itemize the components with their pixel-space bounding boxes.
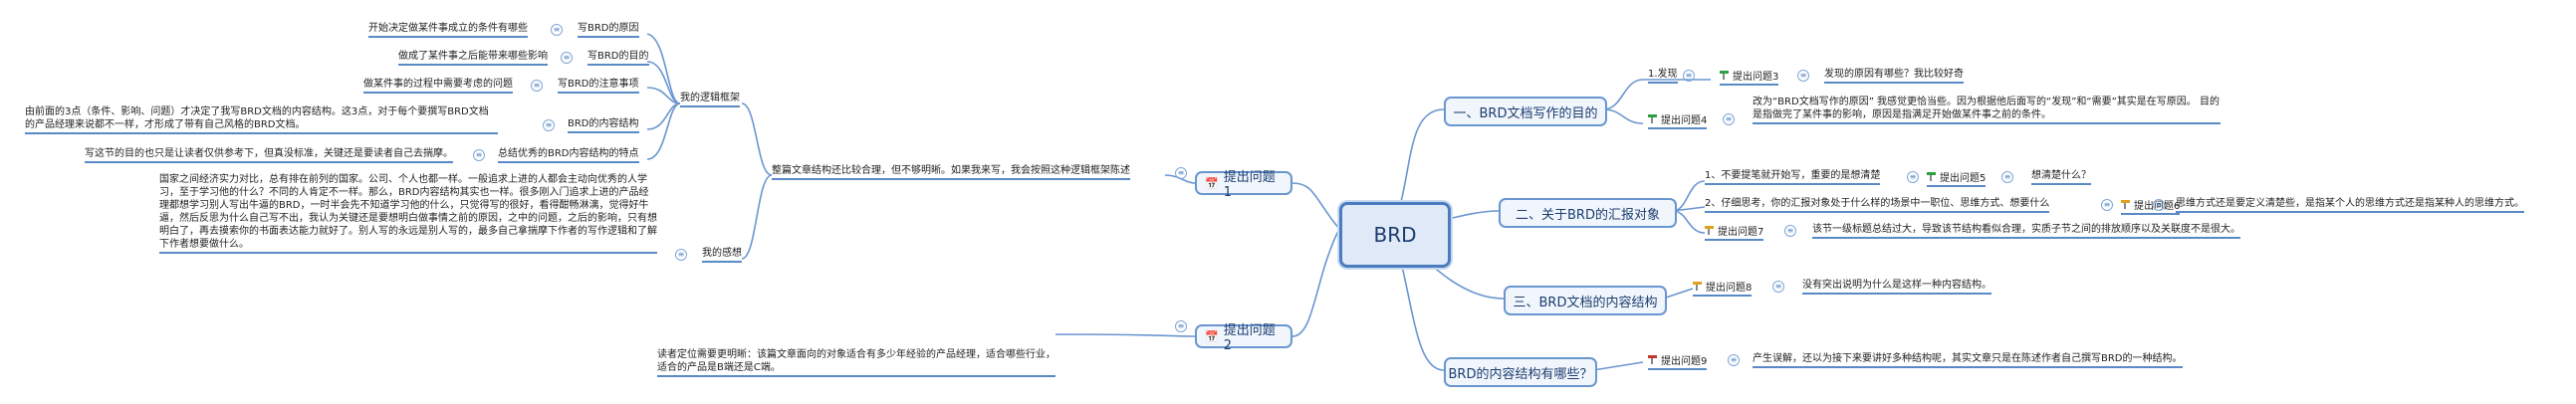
comment-discover-reasons: 发现的原因有哪些？我比较好奇 bbox=[1824, 68, 1964, 84]
logic-item-notes[interactable]: 写BRD的注意事项 bbox=[558, 78, 639, 94]
branch-label: BRD的内容结构有哪些？ bbox=[1448, 366, 1593, 382]
tag-label: 提出问题5 bbox=[1940, 173, 1987, 184]
branch-label: 二、关于BRD的汇报对象 bbox=[1516, 207, 1660, 223]
green-flag-icon bbox=[1927, 172, 1936, 181]
branch-report-audience[interactable]: 二、关于BRD的汇报对象 bbox=[1499, 198, 1677, 228]
note-icon: ≡ bbox=[543, 119, 555, 131]
note-icon: ≡ bbox=[561, 52, 573, 64]
red-flag-icon bbox=[1648, 355, 1657, 364]
note-icon: ≡ bbox=[2001, 171, 2013, 183]
branch-writing-purpose[interactable]: 一、BRD文档写作的目的 bbox=[1444, 97, 1607, 126]
note-icon: ≡ bbox=[1728, 354, 1740, 366]
tag-question-7[interactable]: 提出问题7 bbox=[1705, 223, 1764, 241]
comment-think-what: 想清楚什么？ bbox=[2031, 169, 2091, 185]
note-icon: ≡ bbox=[2101, 199, 2113, 211]
tag-question-4[interactable]: 提出问题4 bbox=[1648, 111, 1708, 129]
wire-root-l1 bbox=[1291, 182, 1340, 230]
logic-item-text-5: 写这节的目的也只是让读者仅供参考下，但真没标准，关键还是要读者自己去揣摩。 bbox=[85, 147, 453, 163]
node-my-logic[interactable]: 我的逻辑框架 bbox=[680, 92, 740, 107]
node-my-feeling[interactable]: 我的感想 bbox=[702, 247, 742, 263]
orange-flag-icon bbox=[1705, 226, 1714, 235]
note-icon: ≡ bbox=[1772, 281, 1784, 293]
logic-item-text-1: 开始决定做某件事成立的条件有哪些 bbox=[368, 22, 528, 38]
tag-question-8[interactable]: 提出问题8 bbox=[1693, 279, 1753, 297]
root-node[interactable]: BRD bbox=[1339, 202, 1451, 268]
green-flag-icon bbox=[1720, 71, 1729, 80]
comment-section-title: 该节一级标题总结过大，导致该节结构看似合理，实质子节之间的排放顺序以及关联度不是… bbox=[1812, 223, 2240, 239]
tag-question-3[interactable]: 提出问题3 bbox=[1720, 68, 1779, 86]
branch-structure-question[interactable]: BRD的内容结构有哪些？ bbox=[1444, 357, 1597, 387]
summary-question-2: 读者定位需要更明晰：该篇文章面向的对象适合有多少年经验的产品经理，适合哪些行业，… bbox=[657, 348, 1055, 377]
branch-label: 提出问题1 bbox=[1223, 170, 1276, 200]
root-label: BRD bbox=[1373, 223, 1417, 247]
note-icon: ≡ bbox=[473, 149, 485, 161]
logic-item-text-4: 由前面的3点（条件、影响、问题）才决定了我写BRD文档的内容结构。这3点，对于每… bbox=[25, 105, 498, 134]
branch-label: 提出问题2 bbox=[1223, 323, 1276, 353]
note-icon: ≡ bbox=[1797, 70, 1809, 82]
logic-item-text-2: 做成了某件事之后能带来哪些影响 bbox=[398, 50, 548, 66]
calendar-icon: 📅 bbox=[1205, 329, 1219, 343]
tag-question-6[interactable]: 提出问题6 bbox=[2121, 197, 2181, 215]
tag-label: 提出问题4 bbox=[1661, 115, 1708, 126]
tag-label: 提出问题7 bbox=[1718, 227, 1764, 238]
branch-content-structure[interactable]: 三、BRD文档的内容结构 bbox=[1504, 286, 1667, 315]
note-icon: ≡ bbox=[531, 80, 543, 92]
note-icon: ≡ bbox=[675, 249, 687, 261]
calendar-icon: 📅 bbox=[1205, 176, 1219, 190]
comment-purpose-vs-reason: 改为“BRD文档写作的原因” 我感觉更恰当些。因为根据他后面写的“发现”和“需要… bbox=[1753, 96, 2221, 124]
branch-question-2[interactable]: 📅 提出问题2 bbox=[1195, 323, 1292, 353]
green-flag-icon bbox=[1648, 114, 1657, 123]
comment-structure-why: 没有突出说明为什么是这样一种内容结构。 bbox=[1802, 279, 1991, 295]
node-think-first[interactable]: 1、不要提笔就开始写，重要的是想清楚 bbox=[1705, 169, 1881, 185]
logic-item-reason[interactable]: 写BRD的原因 bbox=[578, 22, 639, 38]
tag-label: 提出问题9 bbox=[1661, 356, 1708, 367]
tag-label: 提出问题3 bbox=[1733, 72, 1779, 83]
note-icon: ≡ bbox=[1907, 171, 1919, 183]
orange-flag-icon bbox=[2121, 200, 2130, 209]
note-icon: ≡ bbox=[1175, 320, 1187, 332]
note-icon: ≡ bbox=[551, 24, 563, 36]
logic-item-structure[interactable]: BRD的内容结构 bbox=[568, 117, 639, 133]
tag-label: 提出问题8 bbox=[1706, 283, 1753, 294]
note-icon: ≡ bbox=[1683, 70, 1695, 82]
comment-thinking-mode: 思维方式还是要定义清楚些，是指某个人的思维方式还是指某种人的思维方式。 bbox=[2176, 197, 2524, 213]
summary-question-1: 整篇文章结构还比较合理，但不够明晰。如果我来写，我会按照这种逻辑框架陈述 bbox=[772, 164, 1130, 180]
comment-misunderstanding: 产生误解，还以为接下来要讲好多种结构呢，其实文章只是在陈述作者自己撰写BRD的一… bbox=[1753, 352, 2183, 368]
tag-question-5[interactable]: 提出问题5 bbox=[1927, 169, 1987, 187]
logic-item-text-3: 做某件事的过程中需要考虑的问题 bbox=[363, 78, 513, 94]
orange-flag-icon bbox=[1693, 282, 1702, 291]
logic-item-purpose[interactable]: 写BRD的目的 bbox=[587, 50, 649, 66]
feeling-text: 国家之间经济实力对比，总有排在前列的国家。公司、个人也都一样。一般追求上进的人都… bbox=[159, 173, 657, 254]
note-icon: ≡ bbox=[1175, 167, 1187, 179]
node-consider-audience[interactable]: 2、仔细思考，你的汇报对象处于什么样的场景中一职位、思维方式、想要什么 bbox=[1705, 197, 2050, 213]
tag-question-9[interactable]: 提出问题9 bbox=[1648, 352, 1708, 370]
branch-label: 一、BRD文档写作的目的 bbox=[1453, 105, 1598, 121]
branch-question-1[interactable]: 📅 提出问题1 bbox=[1195, 170, 1292, 200]
wire-root-l2 bbox=[1291, 228, 1340, 337]
logic-item-summary[interactable]: 总结优秀的BRD内容结构的特点 bbox=[498, 147, 639, 163]
branch-label: 三、BRD文档的内容结构 bbox=[1513, 295, 1658, 310]
note-icon: ≡ bbox=[1784, 225, 1796, 237]
note-icon: ≡ bbox=[2153, 199, 2165, 211]
note-icon: ≡ bbox=[1723, 113, 1735, 125]
node-discover[interactable]: 1.发现 bbox=[1648, 68, 1678, 84]
